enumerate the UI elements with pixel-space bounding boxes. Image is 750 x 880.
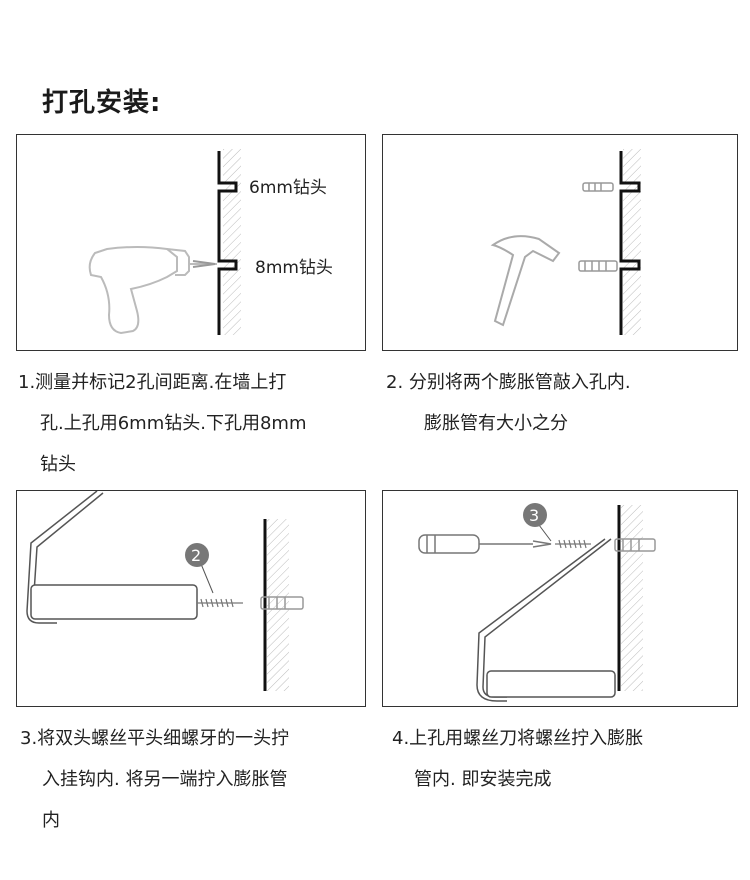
badge-leader bbox=[538, 524, 552, 542]
drill-wall-diagram: 6mm钻头 8mm钻头 bbox=[88, 149, 333, 335]
step1-illustration: 6mm钻头 8mm钻头 bbox=[16, 134, 366, 351]
step4-caption: 4.上孔用螺丝刀将螺丝拧入膨胀 管内. 即安装完成 bbox=[392, 718, 742, 800]
screwdriver-icon bbox=[418, 534, 552, 554]
screwdriver-diagram: 3 bbox=[418, 503, 656, 702]
step3-illustration: 2 bbox=[16, 490, 366, 707]
hook-screw-diagram: 2 bbox=[26, 491, 304, 691]
step-badge-3 bbox=[523, 503, 547, 527]
wall-line bbox=[217, 151, 238, 335]
caption-line: 3.将双头螺丝平头细螺牙的一头拧 bbox=[20, 728, 290, 749]
hook-rail-icon bbox=[476, 538, 616, 702]
hook-rail-icon bbox=[26, 491, 198, 624]
badge-3-number: 3 bbox=[529, 506, 539, 525]
step1-caption: 1.测量并标记2孔间距离.在墙上打 孔.上孔用6mm钻头.下孔用8mm 钻头 bbox=[18, 362, 368, 485]
caption-line: 管内. 即安装完成 bbox=[414, 769, 552, 790]
step-badge-2 bbox=[185, 543, 209, 567]
anchor-wall-diagram bbox=[490, 149, 641, 335]
step2-illustration bbox=[382, 134, 738, 351]
caption-line: 膨胀管有大小之分 bbox=[424, 413, 568, 434]
anchor-in-wall-icon bbox=[614, 538, 656, 552]
step4-illustration: 3 bbox=[382, 490, 738, 707]
anchor-small-icon bbox=[582, 182, 614, 192]
caption-line: 孔.上孔用6mm钻头.下孔用8mm bbox=[40, 413, 307, 434]
caption-line: 钻头 bbox=[40, 454, 76, 475]
caption-line: 2. 分别将两个膨胀管敲入孔内. bbox=[386, 372, 631, 393]
caption-line: 1.测量并标记2孔间距离.在墙上打 bbox=[18, 372, 287, 393]
drill-6mm-label: 6mm钻头 bbox=[249, 178, 327, 198]
anchor-in-wall-icon bbox=[260, 596, 304, 610]
wall-line bbox=[619, 151, 641, 335]
page-title: 打孔安装: bbox=[42, 88, 162, 118]
step3-caption: 3.将双头螺丝平头细螺牙的一头拧 入挂钩内. 将另一端拧入膨胀管 内 bbox=[20, 718, 370, 841]
drill-icon bbox=[88, 246, 217, 335]
caption-line: 内 bbox=[42, 810, 60, 831]
drill-8mm-label: 8mm钻头 bbox=[255, 258, 333, 278]
caption-line: 4.上孔用螺丝刀将螺丝拧入膨胀 bbox=[392, 728, 644, 749]
badge-2-number: 2 bbox=[191, 546, 201, 565]
double-screw-icon bbox=[197, 598, 243, 608]
screw-icon bbox=[555, 539, 591, 549]
step2-caption: 2. 分别将两个膨胀管敲入孔内. 膨胀管有大小之分 bbox=[386, 362, 736, 444]
hammer-icon bbox=[490, 235, 561, 327]
caption-line: 入挂钩内. 将另一端拧入膨胀管 bbox=[42, 769, 288, 790]
anchor-large-icon bbox=[578, 260, 618, 272]
